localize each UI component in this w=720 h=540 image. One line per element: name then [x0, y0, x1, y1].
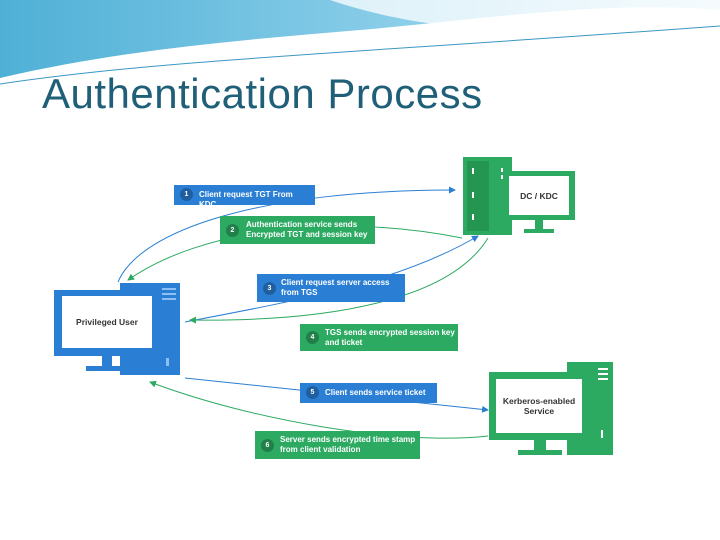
step-2-number: 2 — [226, 224, 239, 237]
step-1-text: Client request TGT From KDC — [199, 190, 293, 209]
step-6-box: 6 Server sends encrypted time stamp from… — [255, 431, 420, 459]
step-5-box: 5 Client sends service ticket — [300, 383, 437, 403]
step-5-number: 5 — [306, 386, 319, 399]
header-wave-decoration — [0, 0, 720, 85]
step-3-box: 3 Client request server access from TGS — [257, 274, 405, 302]
step-3-text: Client request server access from TGS — [281, 278, 390, 297]
step-6-number: 6 — [261, 439, 274, 452]
step-1-box: 1 Client request TGT From KDC — [174, 185, 315, 209]
step-3-number: 3 — [263, 282, 276, 295]
step-4-box: 4 TGS sends encrypted session key and ti… — [300, 324, 458, 351]
arrow-step-4 — [189, 237, 489, 324]
arrow-step-6 — [149, 380, 489, 439]
step-2-text: Authentication service sends Encrypted T… — [246, 220, 368, 239]
step-5-text: Client sends service ticket — [325, 388, 426, 397]
slide-title: Authentication Process — [42, 70, 483, 117]
step-2-box: 2 Authentication service sends Encrypted… — [220, 216, 375, 244]
step-4-text: TGS sends encrypted session key and tick… — [325, 328, 455, 347]
service-label: Kerberos-enabled Service — [496, 379, 582, 433]
step-1-number: 1 — [180, 188, 193, 201]
user-label: Privileged User — [62, 296, 152, 348]
step-4-number: 4 — [306, 331, 319, 344]
step-6-text: Server sends encrypted time stamp from c… — [280, 435, 416, 454]
kdc-label: DC / KDC — [509, 176, 569, 215]
